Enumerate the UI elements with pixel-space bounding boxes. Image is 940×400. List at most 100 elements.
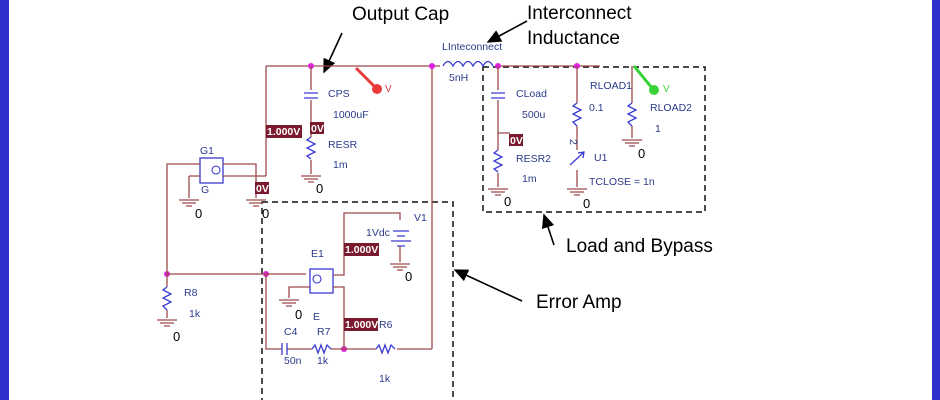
g1-current-icon xyxy=(211,165,221,175)
cload-name: CLoad xyxy=(516,88,547,100)
resistor-r6-symbol xyxy=(375,343,396,355)
ground-rload2-label: 0 xyxy=(638,146,645,161)
linterconnect-name: LInteconnect xyxy=(442,41,502,53)
vtag-cps: 0V xyxy=(311,123,324,135)
ground-u1-label: 0 xyxy=(583,196,590,211)
arrow-error-amp xyxy=(453,269,523,302)
annotation-interconnect-line2: Inductance xyxy=(527,28,620,49)
r8-name: R8 xyxy=(184,287,198,299)
frame-border-left xyxy=(0,0,9,400)
linterconnect-value: 5nH xyxy=(449,72,468,84)
probe-green-icon[interactable] xyxy=(649,85,659,95)
wire-bottom-feedback xyxy=(265,274,432,350)
g1-name: G1 xyxy=(200,145,214,157)
vtag-cload-bg xyxy=(509,134,523,146)
e1-voltage-icon xyxy=(312,274,322,284)
ground-cload-icon xyxy=(488,188,508,196)
error-amp-box xyxy=(261,201,454,400)
vtag-e1: 1.000V xyxy=(345,319,378,331)
rload1-name: RLOAD1 xyxy=(590,80,632,92)
resr-value: 1m xyxy=(333,159,348,171)
vtag-v1: 1.000V xyxy=(345,244,378,256)
vtag-e1-bg xyxy=(344,318,378,331)
wire-cload-branch xyxy=(497,66,510,187)
probe-red-label: V xyxy=(385,84,392,95)
node-inductor-in xyxy=(429,63,435,69)
resistor-rload2-symbol xyxy=(626,102,638,127)
ground-g1b-icon xyxy=(246,199,266,207)
u1-pin: 2 xyxy=(567,139,579,145)
vtag-g1-bg xyxy=(255,182,269,194)
vtag-cps-bg xyxy=(310,122,324,134)
vtag-v1-bg xyxy=(344,243,379,256)
rload2-value: 1 xyxy=(655,123,661,135)
ground-cload-label: 0 xyxy=(504,194,511,209)
e1-pin: E xyxy=(313,311,320,323)
ground-g1-label: 0 xyxy=(195,206,202,221)
u1-param: TCLOSE = 1n xyxy=(589,176,655,188)
r8-value: 1k xyxy=(189,308,201,320)
probe-red-stem xyxy=(354,66,377,89)
ground-e1-label: 0 xyxy=(295,307,302,322)
inductor-symbol xyxy=(442,60,494,68)
ground-v1-icon xyxy=(390,263,410,271)
ground-rload2-icon xyxy=(622,139,642,147)
wire-g1 xyxy=(166,163,266,274)
resistor-r8-symbol xyxy=(161,286,173,311)
cps-value: 1000uF xyxy=(333,109,369,121)
ground-v1-label: 0 xyxy=(405,269,412,284)
ground-cps-label: 0 xyxy=(316,181,323,196)
annotation-interconnect-line1: Interconnect xyxy=(527,3,632,24)
ground-g1-icon xyxy=(179,199,199,207)
resr2-value: 1m xyxy=(522,173,537,185)
ground-r8-label: 0 xyxy=(173,329,180,344)
annotation-error-amp: Error Amp xyxy=(536,292,622,313)
c4-value: 50n xyxy=(284,355,302,367)
capacitor-cps-symbol xyxy=(304,92,318,99)
e1-source-symbol xyxy=(309,268,334,294)
g1-pin: G xyxy=(201,184,209,196)
vtag-cload: 0V xyxy=(510,135,523,147)
cps-name: CPS xyxy=(328,88,350,100)
vtag-g1: 0V xyxy=(256,183,269,195)
ground-r8-icon xyxy=(157,319,177,327)
resr-name: RESR xyxy=(328,139,358,151)
probe-green-stem xyxy=(632,65,654,89)
rload2-name: RLOAD2 xyxy=(650,102,692,114)
cload-value: 500u xyxy=(522,109,546,121)
ground-cps-icon xyxy=(301,175,321,183)
g1-source-symbol xyxy=(199,157,224,184)
capacitor-cload-symbol xyxy=(491,92,505,99)
e1-name: E1 xyxy=(311,248,324,260)
frame-border-right xyxy=(932,0,940,400)
arrow-interconnect xyxy=(486,20,528,43)
probe-green-label: V xyxy=(663,84,670,95)
annotation-load-bypass: Load and Bypass xyxy=(566,236,713,257)
v1-name: V1 xyxy=(414,212,427,224)
vtag-main-rail: 1.000V xyxy=(267,126,300,138)
r6-value: 1k xyxy=(379,373,391,385)
u1-name: U1 xyxy=(594,152,608,164)
resistor-rload1-symbol xyxy=(571,102,583,127)
c4-name: C4 xyxy=(284,326,298,338)
ground-g1b-label: 0 xyxy=(262,206,269,221)
resistor-resr2-symbol xyxy=(492,149,504,173)
r6-name: R6 xyxy=(379,319,393,331)
load-bypass-box xyxy=(482,66,706,213)
switch-u1-symbol xyxy=(569,151,585,166)
capacitor-c4-symbol xyxy=(281,343,288,355)
ground-u1-icon xyxy=(567,188,587,196)
resistor-r7-symbol xyxy=(311,343,332,355)
annotation-output-cap: Output Cap xyxy=(352,4,449,25)
r7-value: 1k xyxy=(317,355,329,367)
vtag-main-rail-bg xyxy=(266,125,302,138)
arrow-load-bypass xyxy=(541,213,555,246)
r7-name: R7 xyxy=(317,326,331,338)
battery-v1-symbol xyxy=(391,230,411,247)
v1-value: 1Vdc xyxy=(366,227,390,239)
resistor-resr-symbol xyxy=(305,136,317,160)
probe-red-icon[interactable] xyxy=(372,84,382,94)
rload1-value: 0.1 xyxy=(589,102,604,114)
resr2-name: RESR2 xyxy=(516,153,551,165)
